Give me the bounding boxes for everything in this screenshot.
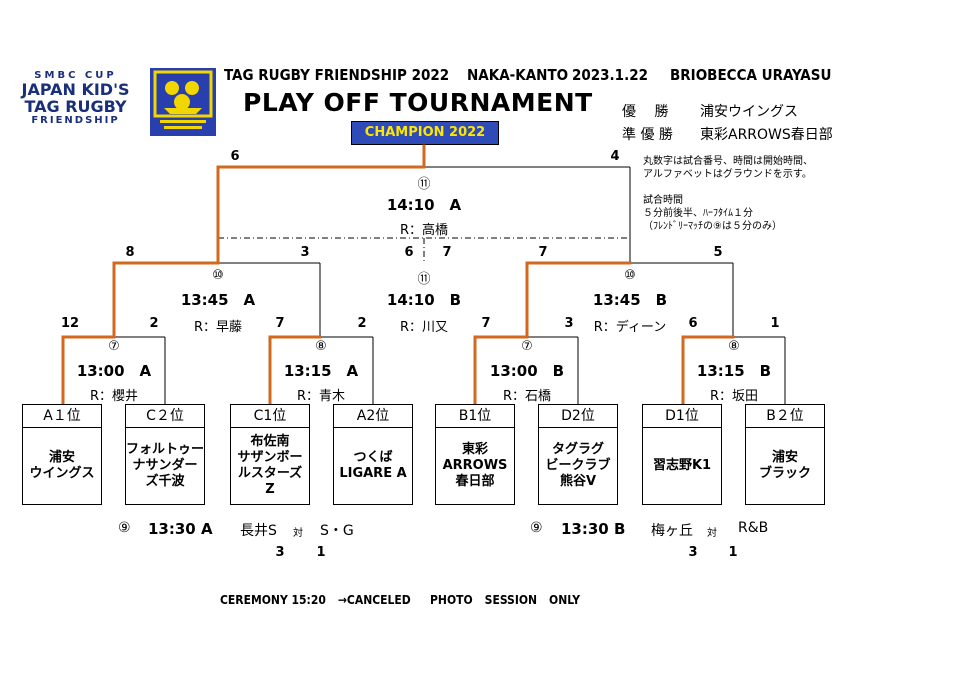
logo-line-3: TAG RUGBY bbox=[24, 97, 127, 116]
note-line-5: （ﾌﾚﾝﾄﾞﾘｰﾏｯﾁの⑨は５分のみ） bbox=[643, 221, 782, 232]
team-seed: D1位 bbox=[642, 404, 722, 428]
team-seed: B1位 bbox=[435, 404, 515, 428]
event-logo: SMBC CUP JAPAN KID'S TAG RUGBY FRIENDSHI… bbox=[8, 70, 143, 126]
runner-up-label: 準 優 勝 bbox=[622, 127, 673, 143]
qf1-match-number: ⑦ bbox=[108, 339, 120, 354]
event-date: 2023.1.22 bbox=[572, 66, 648, 84]
logo-line-4: FRIENDSHIP bbox=[31, 115, 120, 126]
consolation-a-score1: 3 bbox=[275, 545, 285, 560]
consolation-b-score2: 1 bbox=[728, 545, 738, 560]
qf2-time: 13:15 A bbox=[283, 362, 359, 380]
logo-line-2: JAPAN KID'S bbox=[21, 80, 130, 99]
qf2-referee: R：青木 bbox=[296, 389, 346, 404]
venue-name: BRIOBECCA URAYASU bbox=[670, 66, 832, 84]
consolation-b-vs: 対 bbox=[707, 528, 717, 539]
team-seed: B２位 bbox=[745, 404, 825, 428]
consolation-a-number: ⑨ bbox=[118, 520, 131, 536]
team-seed: D2位 bbox=[538, 404, 618, 428]
qf3-referee: R：石橋 bbox=[502, 389, 552, 404]
qf2-left-score: 7 bbox=[275, 316, 285, 331]
consolation-b-team1: 梅ヶ丘 bbox=[651, 523, 693, 539]
qf3-match-number: ⑦ bbox=[521, 339, 533, 354]
semi-a-left-score: 8 bbox=[125, 245, 135, 260]
semi-b-right-score: 5 bbox=[713, 245, 723, 260]
qf4-referee: R：坂田 bbox=[709, 389, 759, 404]
qf1-right-score: 2 bbox=[149, 316, 159, 331]
qf4-time: 13:15 B bbox=[696, 362, 772, 380]
semi-a-right-score: 3 bbox=[300, 245, 310, 260]
semi-b-time: 13:45 B bbox=[592, 291, 668, 309]
consolation-b-team2: R&B bbox=[738, 520, 769, 536]
consolation-b-time: 13:30 B bbox=[561, 520, 626, 538]
team-seed: C1位 bbox=[230, 404, 310, 428]
friendly-referee: R：川又 bbox=[399, 320, 449, 335]
note-line-3: 試合時間 bbox=[643, 195, 683, 206]
team-seed: C２位 bbox=[125, 404, 205, 428]
semi-a-match-number: ⑩ bbox=[212, 268, 224, 283]
qf1-left-score: 12 bbox=[60, 316, 80, 331]
semi-a-referee: R：早藤 bbox=[193, 320, 243, 335]
friendly-match-number: ⑪ bbox=[417, 272, 431, 287]
semi-b-left-score: 7 bbox=[538, 245, 548, 260]
event-name: TAG RUGBY FRIENDSHIP 2022 bbox=[224, 66, 450, 84]
friendly-right-score: 7 bbox=[442, 245, 452, 260]
region-name: NAKA-KANTO bbox=[467, 66, 569, 84]
qf1-referee: R：櫻井 bbox=[89, 389, 139, 404]
qf3-time: 13:00 B bbox=[489, 362, 565, 380]
consolation-a-team1: 長井S bbox=[240, 523, 277, 539]
consolation-a-team2: S・G bbox=[320, 523, 354, 539]
team-name: つくば LIGARE A bbox=[333, 427, 413, 505]
consolation-a-vs: 対 bbox=[293, 528, 303, 539]
consolation-a-score2: 1 bbox=[316, 545, 326, 560]
final-time: 14:10 A bbox=[386, 196, 462, 214]
note-line-1: 丸数字は試合番号、時間は開始時間、 bbox=[643, 156, 813, 167]
friendly-time: 14:10 B bbox=[386, 291, 462, 309]
qf3-right-score: 3 bbox=[564, 316, 574, 331]
team-name: 布佐南 サザンボー ルスターズ Z bbox=[230, 427, 310, 505]
team-seed: A2位 bbox=[333, 404, 413, 428]
qf2-right-score: 2 bbox=[357, 316, 367, 331]
team-name: フォルトゥー ナサンダー ズ千波 bbox=[125, 427, 205, 505]
consolation-a-time: 13:30 A bbox=[148, 520, 213, 538]
team-name: 浦安 ウイングス bbox=[22, 427, 102, 505]
note-line-4: ５分前後半、ﾊｰﾌﾀｲﾑ１分 bbox=[643, 208, 753, 219]
team-name: 習志野K1 bbox=[642, 427, 722, 505]
runner-up-team: 東彩ARROWS春日部 bbox=[700, 127, 833, 143]
page-title: PLAY OFF TOURNAMENT bbox=[243, 88, 593, 117]
photo-session-note: PHOTO SESSION ONLY bbox=[430, 593, 581, 607]
winner-team: 浦安ウイングス bbox=[700, 104, 798, 120]
team-name: 東彩 ARROWS 春日部 bbox=[435, 427, 515, 505]
consolation-b-number: ⑨ bbox=[530, 520, 543, 536]
qf2-match-number: ⑧ bbox=[315, 339, 327, 354]
note-line-2: アルファベットはグラウンドを示す。 bbox=[643, 169, 812, 180]
team-name: 浦安 ブラック bbox=[745, 427, 825, 505]
club-crest-icon bbox=[150, 68, 216, 136]
qf3-left-score: 7 bbox=[481, 316, 491, 331]
consolation-b-score1: 3 bbox=[688, 545, 698, 560]
qf4-right-score: 1 bbox=[770, 316, 780, 331]
semi-b-match-number: ⑩ bbox=[624, 268, 636, 283]
semi-b-referee: R：ディーン bbox=[593, 320, 667, 335]
final-left-score: 6 bbox=[230, 149, 240, 164]
champion-badge: CHAMPION 2022 bbox=[351, 121, 499, 145]
final-referee: R：高橋 bbox=[399, 223, 449, 238]
ceremony-note: CEREMONY 15:20 →CANCELED bbox=[220, 593, 411, 607]
final-match-number: ⑪ bbox=[417, 177, 431, 192]
friendly-left-score: 6 bbox=[404, 245, 414, 260]
team-seed: A１位 bbox=[22, 404, 102, 428]
semi-a-time: 13:45 A bbox=[180, 291, 256, 309]
qf1-time: 13:00 A bbox=[76, 362, 152, 380]
final-right-score: 4 bbox=[610, 149, 620, 164]
winner-label: 優 勝 bbox=[622, 104, 669, 120]
team-name: タグラグ ビークラブ 熊谷V bbox=[538, 427, 618, 505]
qf4-match-number: ⑧ bbox=[728, 339, 740, 354]
qf4-left-score: 6 bbox=[688, 316, 698, 331]
logo-line-1: SMBC CUP bbox=[34, 70, 117, 81]
